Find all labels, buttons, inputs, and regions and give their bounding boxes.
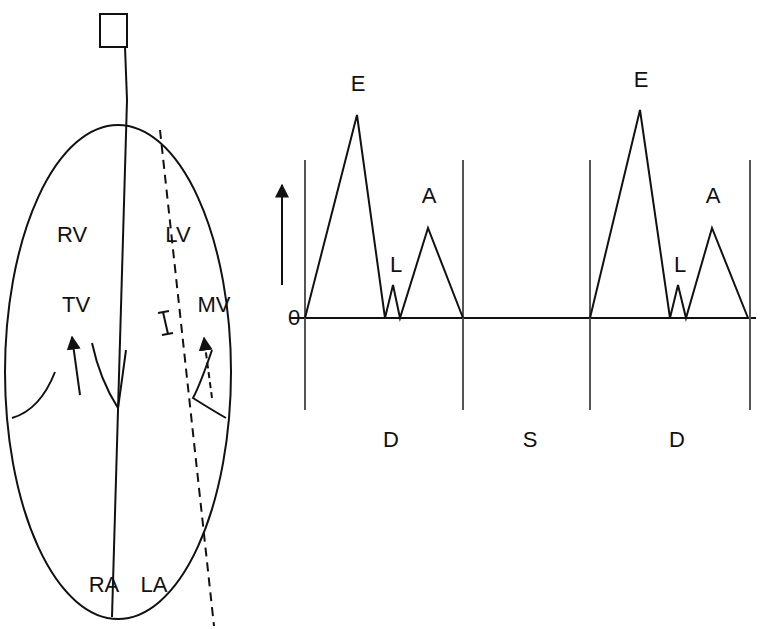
mitral-inflow-waveform [305, 115, 463, 318]
wave-label: L [390, 254, 402, 276]
doppler-beam [160, 130, 214, 626]
mitral-inflow-waveform [590, 110, 748, 318]
chamber-label: RA [89, 574, 120, 596]
phase-label: S [523, 429, 538, 451]
chamber-label: LA [141, 574, 168, 596]
phase-label: D [669, 429, 685, 451]
tricuspid-leaflet [92, 343, 126, 408]
valve-label: MV [198, 294, 231, 316]
wave-label: L [674, 254, 686, 276]
cycle-divider [304, 160, 306, 410]
wave-label: A [706, 185, 721, 207]
wave-label: A [422, 185, 437, 207]
flow-arrow [72, 337, 80, 395]
chamber-label: RV [57, 224, 87, 246]
sample-volume [158, 311, 169, 313]
valve-label: TV [62, 294, 90, 316]
tricuspid-annulus [12, 372, 55, 418]
flow-arrow [204, 338, 212, 398]
chamber-label: LV [165, 224, 190, 246]
axis-label: 0 [288, 307, 300, 329]
heart-outline [5, 125, 231, 619]
probe-stem [125, 47, 127, 100]
sample-volume [163, 312, 168, 334]
transducer [100, 14, 127, 47]
cycle-divider [749, 160, 751, 410]
wave-label: E [634, 69, 649, 91]
sample-volume [162, 333, 173, 335]
cycle-divider [462, 160, 464, 410]
velocity-axis [281, 185, 283, 285]
wave-label: E [351, 73, 366, 95]
phase-label: D [383, 429, 399, 451]
cycle-divider [589, 160, 591, 410]
